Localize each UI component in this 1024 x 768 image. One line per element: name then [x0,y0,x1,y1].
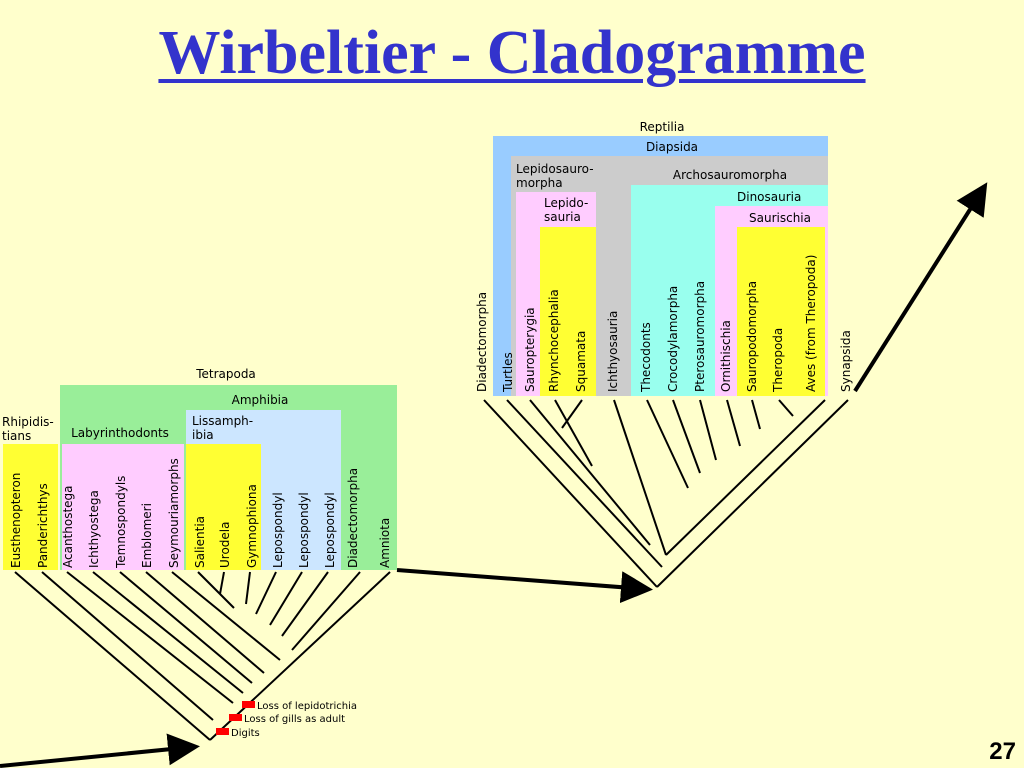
taxon-aves: Aves (from Theropoda) [804,255,818,392]
lepidosauromorpha-label-line2: morpha [516,176,563,190]
arrow-into-tetrapod-tree [0,733,200,768]
marker-digits [216,728,229,735]
taxon-diadectomorpha: Diadectomorpha [346,468,360,568]
taxon-squamata: Squamata [574,331,588,392]
character-markers: Loss of lepidotrichia Loss of gills as a… [216,701,357,739]
tetrapoda-label: Tetrapoda [195,367,256,381]
label-digits: Digits [231,728,260,739]
lissamphibia-label-line1: Lissamph- [192,414,253,428]
rhipidistians-label-line2: tians [2,429,31,443]
saurischia-label: Saurischia [749,211,811,225]
labyrinthodonts-label: Labyrinthodonts [71,426,169,440]
amphibia-label: Amphibia [232,393,289,407]
taxon-acanthostega: Acanthostega [61,485,75,568]
saurischia-box [737,227,825,396]
lepidosauromorpha-label-line1: Lepidosauro- [516,162,594,176]
lepidosauria-label-line2: sauria [544,210,581,224]
marker-loss-of-lepidotrichia [242,701,255,708]
taxon-synapsida: Synapsida [839,330,853,392]
lepidosauria-inner-box [540,227,596,396]
labyrinthodonts-box [62,444,184,570]
taxon-ornithischia: Ornithischia [719,320,733,392]
taxon-urodela: Urodela [218,522,232,568]
taxon-temnospondyls: Temnospondyls [114,476,128,569]
tetrapod-taxa: Eusthenopteron Panderichthys Acanthosteg… [9,458,392,569]
taxon-theropoda: Theropoda [771,328,785,393]
label-loss-of-gills: Loss of gills as adult [244,714,345,725]
page-number: 27 [989,738,1016,765]
taxon-turtles: Turtles [501,352,515,393]
archosauromorpha-label: Archosauromorpha [673,168,787,182]
arrow-synapsida-onward [853,182,988,393]
marker-loss-of-gills [229,714,242,721]
taxon-sauropodomorpha: Sauropodomorpha [745,281,759,392]
reptilia-label: Reptilia [640,120,685,134]
rhipidistians-box [3,444,58,570]
taxon-amniota: Amniota [378,518,392,568]
taxon-panderichthys: Panderichthys [36,483,50,568]
taxon-seymouriamorphs: Seymouriamorphs [167,458,181,568]
taxon-gymnophiona: Gymnophiona [245,484,259,568]
taxon-sauropterygia: Sauropterygia [523,307,537,392]
arrow-amniota-to-reptile-tree [396,568,653,604]
taxon-pterosauromorpha: Pterosauromorpha [693,281,707,392]
lissamphibia-inner-box [186,444,261,570]
taxon-ichthyosauria: Ichthyosauria [606,311,620,392]
reptile-branches [483,399,849,588]
diapsida-label: Diapsida [646,140,698,154]
taxon-rhynchocephalia: Rhynchocephalia [547,289,561,392]
taxon-ichthyostega: Ichthyostega [87,490,101,568]
reptile-taxa: Diadectomorpha Turtles Sauropterygia Rhy… [475,255,853,393]
taxon-thecodonts: Thecodonts [639,322,653,393]
lissamphibia-label-line2: ibia [192,428,214,442]
taxon-lepospondyl-1: Lepospondyl [271,492,285,568]
rhipidistians-label-line1: Rhipidis- [2,415,54,429]
dinosauria-label: Dinosauria [737,190,801,204]
taxon-lepospondyl-3: Lepospondyl [323,492,337,568]
tetrapod-cladogram: Tetrapoda Amphibia Rhipidis- tians Labyr… [2,367,397,741]
taxon-emblomeri: Emblomeri [140,503,154,568]
reptile-cladogram: Reptilia Diapsida Lepidosauro- morpha Ar… [475,120,853,588]
taxon-crocodylamorpha: Crocodylamorpha [666,286,680,392]
taxon-salientia: Salientia [193,516,207,568]
tetrapod-branches [14,571,391,741]
label-loss-of-lepidotrichia: Loss of lepidotrichia [257,701,357,712]
taxon-diadectomorpha-r: Diadectomorpha [475,292,489,392]
taxon-lepospondyl-2: Lepospondyl [297,492,311,568]
slide-title: Wirbeltier - Cladogramme [158,19,866,87]
lepidosauria-label-line1: Lepido- [544,196,588,210]
taxon-eusthenopteron: Eusthenopteron [9,473,23,568]
connecting-arrows [0,182,988,768]
